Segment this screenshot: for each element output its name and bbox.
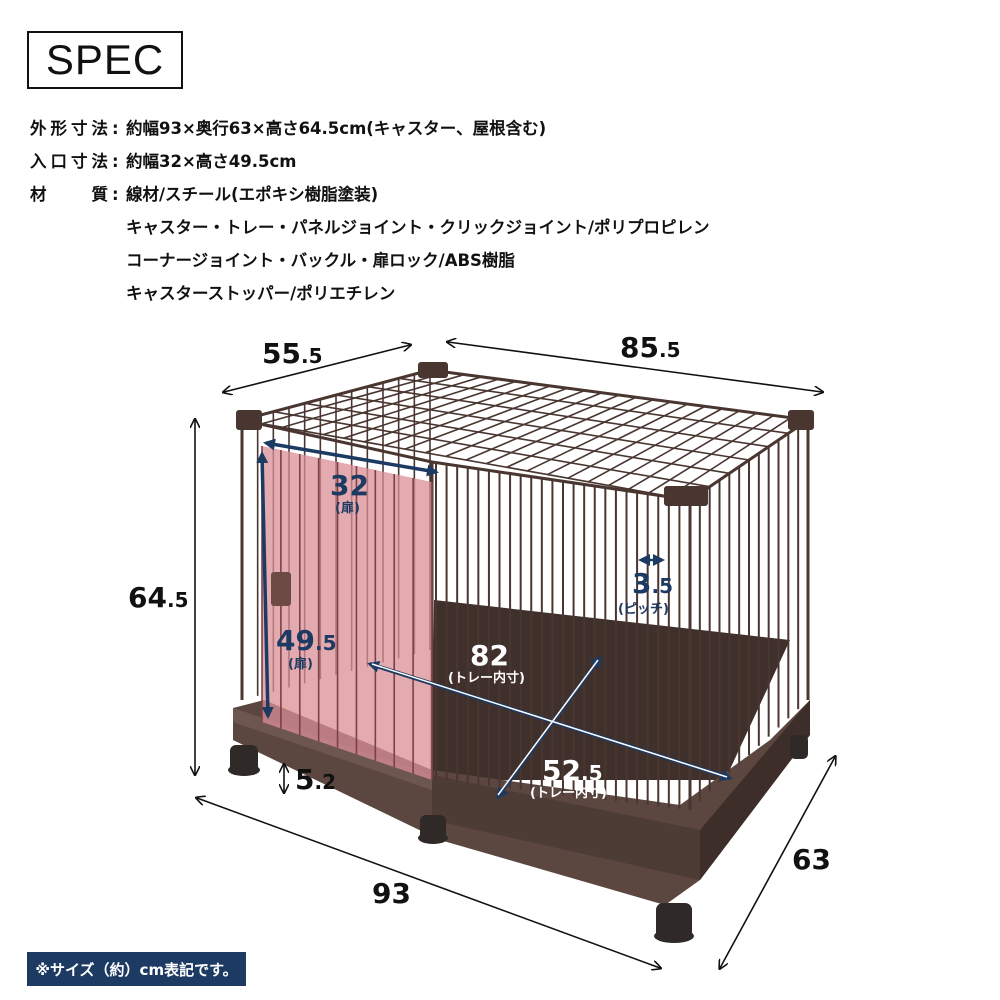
- dim-pitch: 3.5: [632, 570, 673, 598]
- spec-row-material-3: コーナージョイント・バックル・扉ロック/ABS樹脂: [30, 250, 980, 283]
- dim-value: 52: [542, 754, 581, 787]
- arrow-door-width: [263, 438, 439, 477]
- caster-back-right: [790, 735, 808, 759]
- dim-decimal: .2: [314, 770, 336, 794]
- dim-door-height: 49.5: [276, 627, 336, 655]
- door-lock: [271, 572, 291, 606]
- dim-door-height-label: (扉): [288, 657, 313, 672]
- dim-decimal: .5: [166, 588, 189, 612]
- arrow-door-height: [256, 451, 274, 719]
- dim-value: 32: [330, 469, 369, 502]
- roof-bar: [367, 385, 769, 448]
- spec-value: コーナージョイント・バックル・扉ロック/ABS樹脂: [126, 251, 515, 270]
- spec-row-material-2: キャスター・トレー・パネルジョイント・クリックジョイント/ポリプロピレン: [30, 217, 980, 250]
- spec-list: 外形寸法 : 約幅93×奥行63×高さ64.5cm(キャスター、屋根含む) 入口…: [30, 118, 980, 316]
- spec-value: 線材/スチール(エポキシ樹脂塗装): [126, 185, 379, 204]
- arrow-bottom-depth: [720, 757, 835, 968]
- dim-decimal: .5: [300, 344, 323, 368]
- dim-value: 49: [276, 624, 315, 657]
- dim-value: 82: [470, 639, 509, 672]
- dim-value: 93: [372, 877, 411, 910]
- spec-value: 約幅32×高さ49.5cm: [126, 152, 297, 171]
- caster-front-right: [654, 903, 694, 943]
- dim-bottom-depth: 63: [792, 846, 831, 874]
- dim-value: 55: [262, 337, 301, 370]
- dim-tray-depth: 52.5: [542, 757, 602, 785]
- roof-bar: [273, 410, 710, 488]
- dim-top-depth: 55.5: [262, 340, 322, 368]
- dimension-arrows: [195, 342, 835, 968]
- dim-tray-width: 82: [470, 642, 509, 670]
- size-note: ※サイズ（約）cm表記です。: [27, 952, 246, 986]
- spec-colon: :: [112, 152, 119, 171]
- roof-bar: [241, 419, 691, 501]
- dim-top-width: 85.5: [620, 334, 680, 362]
- spec-heading: SPEC: [27, 31, 183, 89]
- arrow-top-depth: [224, 345, 410, 392]
- spec-colon: :: [112, 119, 119, 138]
- caster-front-left: [228, 745, 260, 776]
- arrow-bottom-width: [197, 798, 660, 968]
- spec-value: キャスターストッパー/ポリエチレン: [126, 284, 396, 303]
- dim-decimal: .5: [651, 574, 673, 598]
- roof-bar: [335, 394, 750, 461]
- spec-label: 入口寸法: [30, 152, 108, 171]
- arrow-top-width: [448, 342, 822, 392]
- dim-value: 63: [792, 843, 831, 876]
- dim-height: 64.5: [128, 584, 188, 612]
- spec-label: 外形寸法: [30, 119, 108, 138]
- dim-decimal: .5: [580, 761, 603, 785]
- spec-row-material-4: キャスターストッパー/ポリエチレン: [30, 283, 980, 316]
- roof-bar: [304, 402, 730, 475]
- caster-front-middle: [418, 815, 448, 844]
- spec-value: キャスター・トレー・パネルジョイント・クリックジョイント/ポリプロピレン: [126, 218, 710, 237]
- spec-colon: :: [112, 185, 119, 204]
- dim-value: 85: [620, 331, 659, 364]
- spec-row-exterior: 外形寸法 : 約幅93×奥行63×高さ64.5cm(キャスター、屋根含む): [30, 118, 980, 151]
- dim-value: 5: [295, 763, 315, 796]
- dim-pitch-label: (ピッチ): [618, 602, 669, 617]
- dim-caster: 5.2: [295, 766, 336, 794]
- spec-value: 約幅93×奥行63×高さ64.5cm(キャスター、屋根含む): [126, 119, 547, 138]
- spec-row-entrance: 入口寸法 : 約幅32×高さ49.5cm: [30, 151, 980, 184]
- spec-row-material: 材質 : 線材/スチール(エポキシ樹脂塗装): [30, 184, 980, 217]
- dim-decimal: .5: [314, 631, 337, 655]
- dim-value: 3: [632, 567, 652, 600]
- spec-label: 材質: [30, 185, 108, 204]
- dim-tray-width-label: (トレー内寸): [448, 671, 525, 686]
- dim-value: 64: [128, 581, 167, 614]
- dim-bottom-width: 93: [372, 880, 411, 908]
- dim-door-width-label: (扉): [335, 501, 360, 516]
- dim-tray-depth-label: (トレー内寸): [530, 786, 607, 801]
- dim-decimal: .5: [658, 338, 681, 362]
- corner-caps: [236, 362, 814, 506]
- tray-floor: [432, 600, 790, 780]
- dim-door-width: 32: [330, 472, 369, 500]
- roof-bar: [398, 377, 789, 435]
